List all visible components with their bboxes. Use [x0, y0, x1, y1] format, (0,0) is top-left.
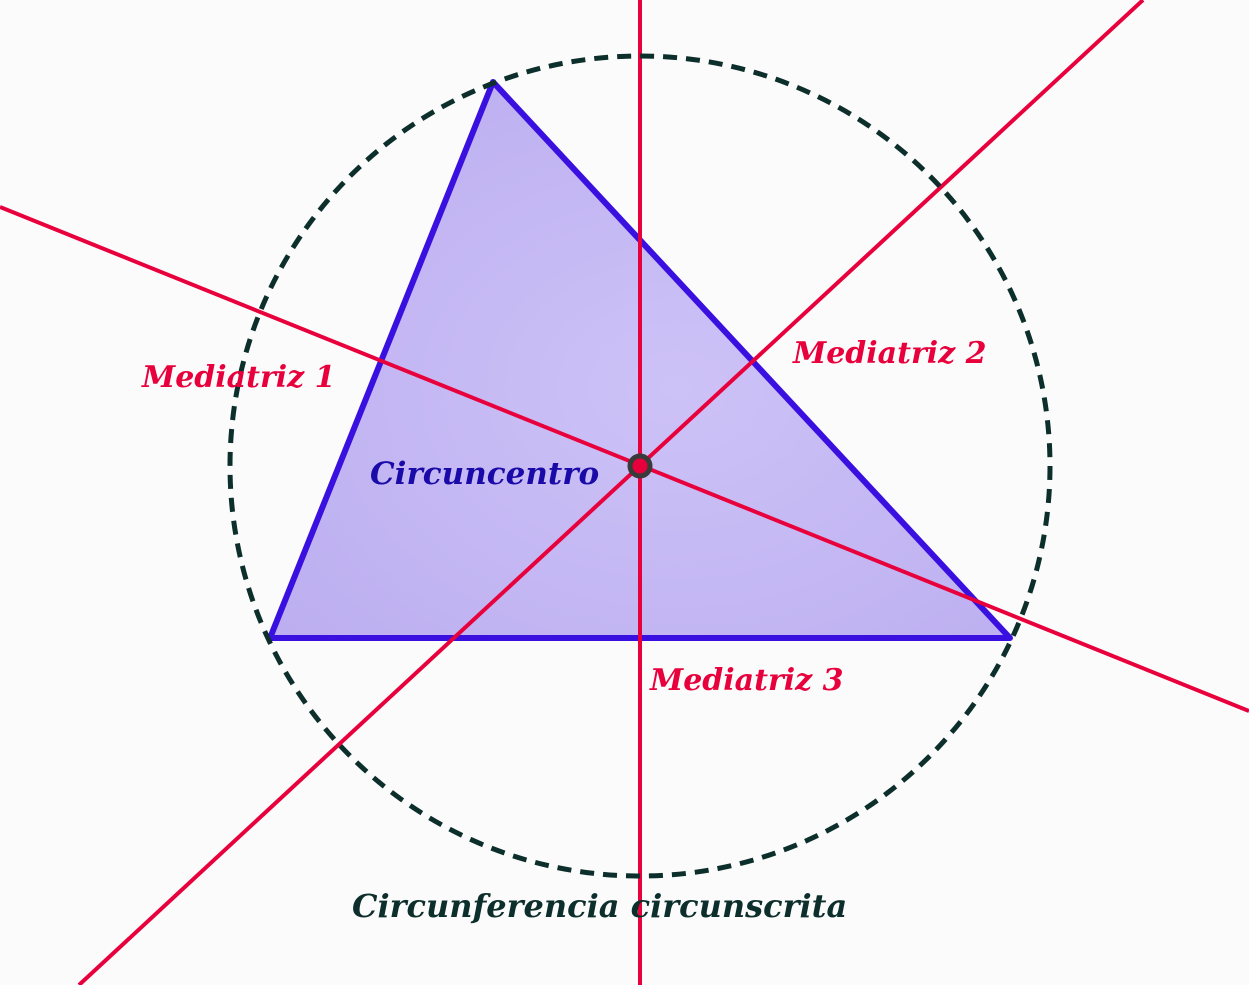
- mediatriz-1-label: Mediatriz 1: [141, 360, 336, 395]
- circumcenter-point: [627, 453, 653, 479]
- circumcircle-label: Circunferencia circunscrita: [352, 887, 847, 925]
- mediatriz-3-label: Mediatriz 3: [649, 663, 844, 698]
- circumscribed-circle: [227, 53, 1053, 879]
- mediatriz-1-line: [0, 205, 1249, 713]
- mediatriz-2-line: [77, 0, 1145, 985]
- circumcenter-label: Circuncentro: [370, 456, 599, 492]
- mediatriz-2-label: Mediatriz 2: [792, 336, 987, 371]
